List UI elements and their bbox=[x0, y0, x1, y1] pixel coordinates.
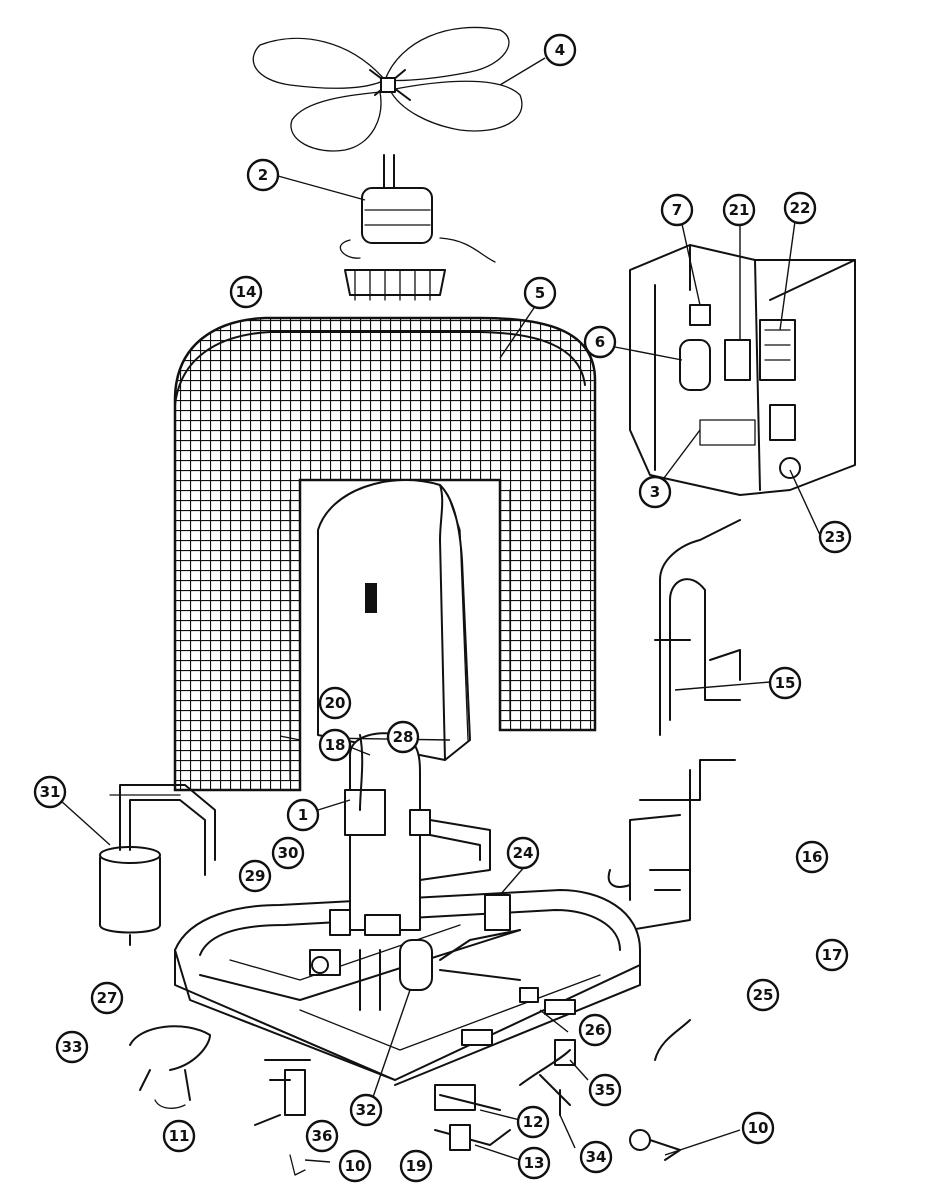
svg-text:19: 19 bbox=[406, 1157, 427, 1175]
callout-13: 13 bbox=[517, 1146, 551, 1180]
svg-text:3: 3 bbox=[650, 483, 660, 501]
callout-22: 22 bbox=[783, 191, 817, 225]
svg-text:28: 28 bbox=[393, 728, 414, 746]
callout-7: 7 bbox=[660, 193, 694, 227]
svg-text:21: 21 bbox=[729, 201, 750, 219]
callout-18: 18 bbox=[318, 728, 352, 762]
svg-text:29: 29 bbox=[245, 867, 266, 885]
callout-3: 3 bbox=[638, 475, 672, 509]
svg-text:15: 15 bbox=[775, 674, 796, 692]
svg-text:11: 11 bbox=[169, 1127, 190, 1145]
callout-26: 26 bbox=[578, 1013, 612, 1047]
svg-text:33: 33 bbox=[62, 1038, 83, 1056]
svg-text:26: 26 bbox=[585, 1021, 606, 1039]
svg-text:1: 1 bbox=[298, 806, 308, 824]
svg-text:7: 7 bbox=[672, 201, 682, 219]
service-parts bbox=[254, 987, 691, 1176]
callout-16: 16 bbox=[795, 840, 829, 874]
svg-text:27: 27 bbox=[97, 989, 118, 1007]
capacitor-strap bbox=[129, 1025, 211, 1109]
svg-text:31: 31 bbox=[40, 783, 61, 801]
callout-27: 27 bbox=[90, 981, 124, 1015]
svg-text:18: 18 bbox=[325, 736, 346, 754]
svg-text:20: 20 bbox=[325, 694, 346, 712]
callout-15: 15 bbox=[768, 666, 802, 700]
fan-blade bbox=[252, 26, 523, 152]
svg-text:10: 10 bbox=[748, 1119, 769, 1137]
callout-25: 25 bbox=[746, 978, 780, 1012]
callout-6: 6 bbox=[583, 325, 617, 359]
callout-12: 12 bbox=[516, 1105, 550, 1139]
fan-motor bbox=[339, 154, 496, 301]
leader-lines bbox=[59, 57, 821, 1163]
svg-text:34: 34 bbox=[586, 1148, 607, 1166]
svg-text:17: 17 bbox=[822, 946, 843, 964]
compressor bbox=[344, 732, 491, 931]
tubing-assembly bbox=[607, 519, 741, 931]
svg-text:16: 16 bbox=[802, 848, 823, 866]
svg-text:12: 12 bbox=[523, 1113, 544, 1131]
svg-text:32: 32 bbox=[356, 1101, 377, 1119]
callout-2: 2 bbox=[246, 158, 280, 192]
svg-text:22: 22 bbox=[790, 199, 811, 217]
callout-5: 5 bbox=[523, 276, 557, 310]
callout-30: 30 bbox=[271, 836, 305, 870]
accumulator bbox=[309, 894, 521, 1011]
callout-32: 32 bbox=[349, 1093, 383, 1127]
callout-11: 11 bbox=[162, 1119, 196, 1153]
callout-28: 28 bbox=[386, 720, 420, 754]
callout-31: 31 bbox=[33, 775, 67, 809]
callout-29: 29 bbox=[238, 859, 272, 893]
callout-24: 24 bbox=[506, 836, 540, 870]
callout-4: 4 bbox=[543, 33, 577, 67]
svg-text:14: 14 bbox=[236, 283, 257, 301]
callout-35: 35 bbox=[588, 1073, 622, 1107]
callout-1: 1 bbox=[286, 798, 320, 832]
callout-23: 23 bbox=[818, 520, 852, 554]
svg-text:23: 23 bbox=[825, 528, 846, 546]
svg-text:24: 24 bbox=[513, 844, 534, 862]
svg-text:6: 6 bbox=[595, 333, 605, 351]
callout-33: 33 bbox=[55, 1030, 89, 1064]
svg-text:13: 13 bbox=[524, 1154, 545, 1172]
callout-19: 19 bbox=[399, 1149, 433, 1183]
control-box bbox=[629, 244, 856, 496]
callout-14: 14 bbox=[229, 275, 263, 309]
svg-text:2: 2 bbox=[258, 166, 268, 184]
svg-text:10: 10 bbox=[345, 1157, 366, 1175]
callout-21: 21 bbox=[722, 193, 756, 227]
condenser-coil bbox=[173, 316, 597, 792]
callout-34: 34 bbox=[579, 1140, 613, 1174]
svg-text:30: 30 bbox=[278, 844, 299, 862]
svg-text:25: 25 bbox=[753, 986, 774, 1004]
callout-20: 20 bbox=[318, 686, 352, 720]
svg-text:35: 35 bbox=[595, 1081, 616, 1099]
capacitor bbox=[99, 784, 216, 946]
callout-17: 17 bbox=[815, 938, 849, 972]
callout-10b: 10 bbox=[741, 1111, 775, 1145]
svg-text:4: 4 bbox=[555, 41, 565, 59]
svg-text:5: 5 bbox=[535, 284, 545, 302]
callout-36: 36 bbox=[305, 1119, 339, 1153]
svg-text:36: 36 bbox=[312, 1127, 333, 1145]
callout-10a: 10 bbox=[338, 1149, 372, 1183]
inner-panel bbox=[317, 479, 471, 761]
